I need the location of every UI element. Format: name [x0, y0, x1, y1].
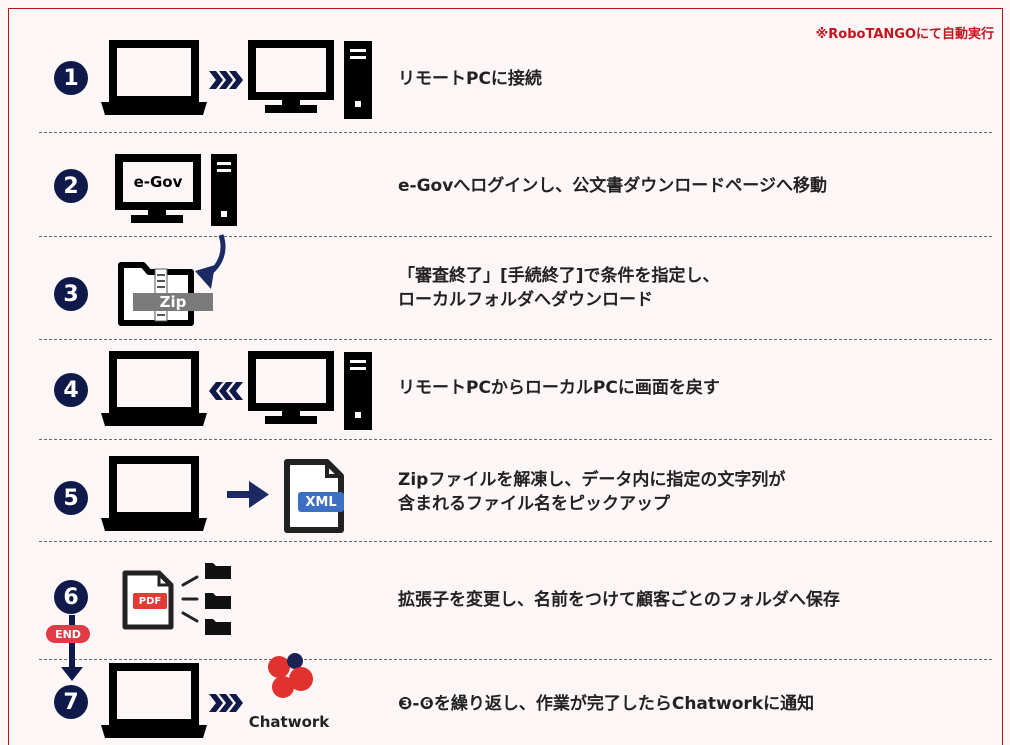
laptop-icon [101, 40, 207, 115]
chatwork-logo-icon [268, 653, 313, 698]
laptop-to-desktop-icons [101, 40, 372, 119]
right-arrow-icon [227, 481, 269, 508]
pdf-badge: PDF [133, 593, 167, 609]
forward-chevrons-icon [209, 694, 243, 712]
step-text: リモートPCからローカルPCに画面を戻す [398, 378, 720, 398]
back-chevrons-icon [209, 382, 243, 400]
desktop-pc-icon [248, 40, 372, 119]
auto-run-note: ※RoboTANGOにて自動実行 [815, 27, 994, 42]
divider [39, 659, 992, 660]
divider [39, 236, 992, 237]
step-number: 7 [54, 685, 88, 719]
step-text: Zipファイルを解凍し、データ内に指定の文字列が 含まれるファイル名をピックアッ… [398, 470, 786, 514]
step-number: 6 [54, 580, 88, 614]
laptop-icon [101, 351, 207, 426]
step-number: 5 [54, 481, 88, 515]
step-number: 2 [54, 169, 88, 203]
step-number: 3 [54, 277, 88, 311]
zip-label: Zip [133, 293, 213, 311]
forward-chevrons-icon [209, 71, 243, 89]
divider [39, 132, 992, 133]
step-text: ❸-❻を繰り返し、作業が完了したらChatworkに通知 [398, 694, 815, 714]
step-number: 4 [54, 373, 88, 407]
divider [39, 439, 992, 440]
e-gov-label: e-Gov [133, 173, 183, 191]
zip-folder-icon [118, 234, 226, 326]
divider [39, 339, 992, 340]
step-text: リモートPCに接続 [398, 69, 542, 89]
flow-diagram: ※RoboTANGOにて自動実行 1 [8, 8, 1003, 745]
step-text: 「審査終了」[手続終了]で条件を指定し、 ローカルフォルダへダウンロード [398, 266, 720, 310]
divider [39, 541, 992, 542]
laptop-icon [101, 663, 207, 738]
e-gov-monitor-icon: e-Gov [115, 154, 237, 226]
chatwork-wordmark: Chatwork [248, 713, 330, 731]
xml-badge: XML [298, 492, 344, 512]
step-text: e-Govへログインし、公文書ダウンロードページへ移動 [398, 176, 827, 196]
desktop-pc-icon [248, 351, 372, 430]
laptop-to-xml-icons [101, 456, 344, 533]
laptop-to-chatwork-icons [101, 663, 243, 738]
step-text: 拡張子を変更し、名前をつけて顧客ごとのフォルダへ保存 [398, 590, 840, 610]
step-number: 1 [54, 61, 88, 95]
branch-lines-icon [181, 575, 199, 623]
folder-icon [205, 563, 231, 635]
laptop-icon [101, 456, 207, 531]
desktop-to-laptop-icons [101, 351, 372, 430]
end-badge: END [46, 625, 90, 643]
